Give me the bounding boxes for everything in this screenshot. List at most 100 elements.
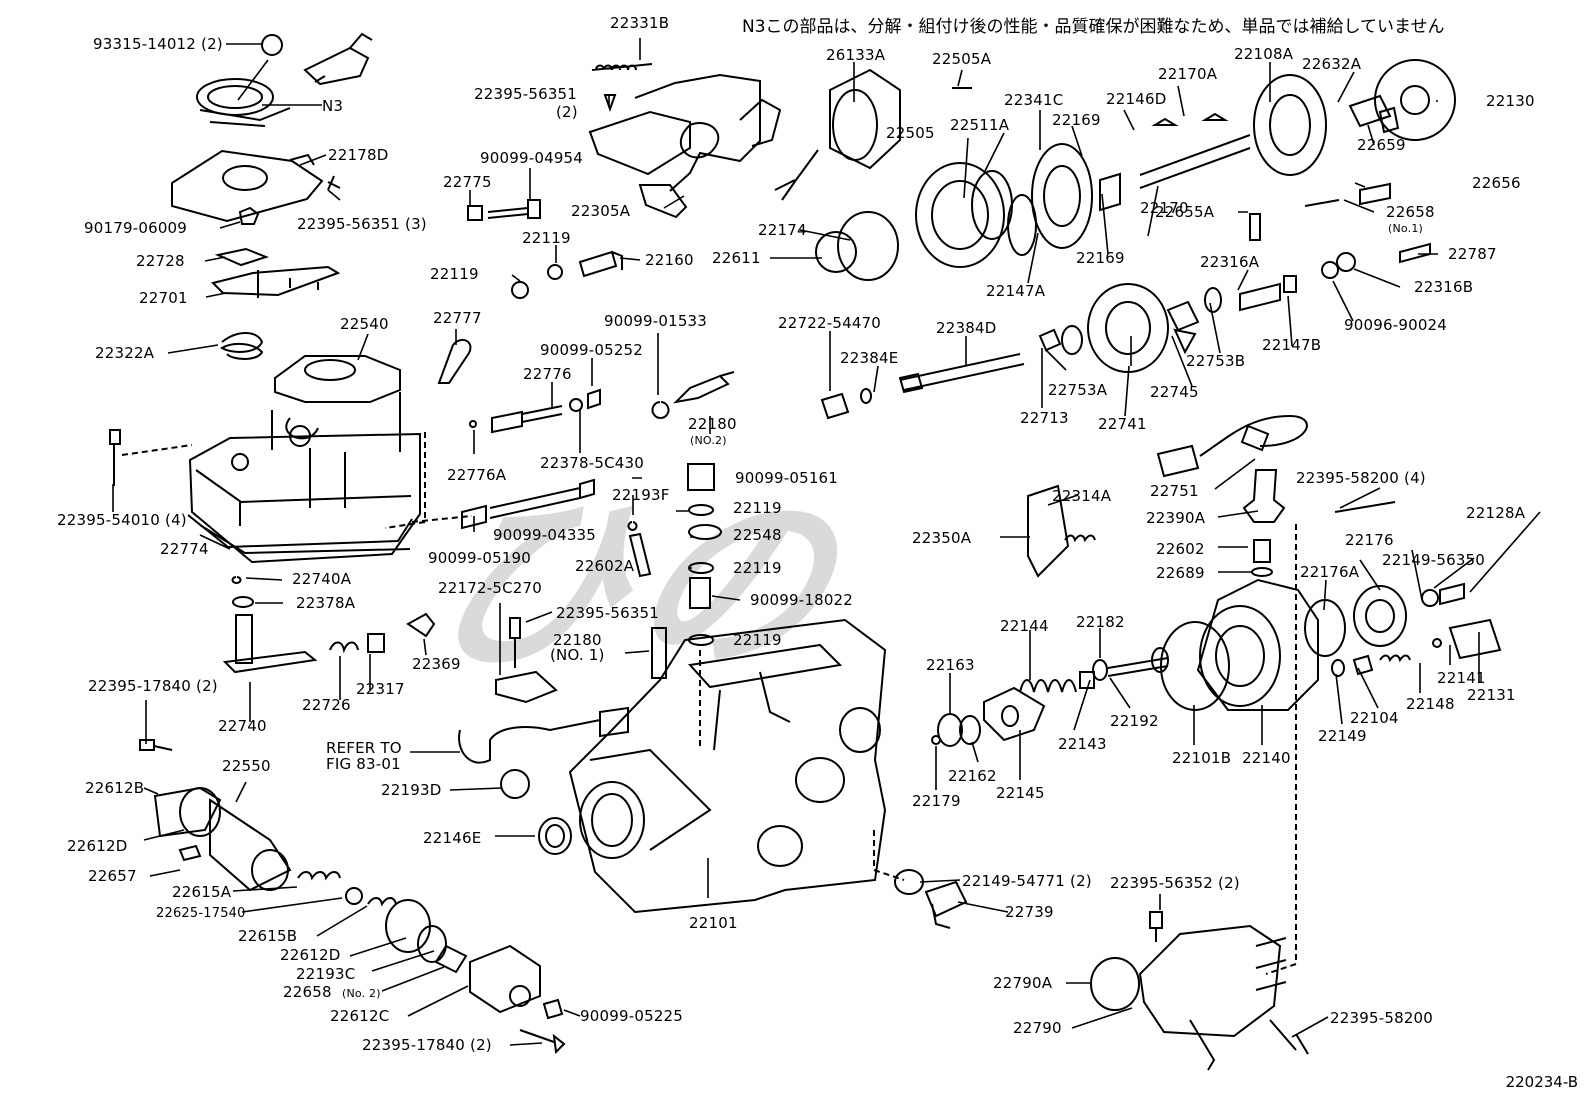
- part-label: 22163: [926, 656, 975, 674]
- part-label: 22178D: [328, 146, 389, 164]
- part-label: 22170: [1140, 199, 1189, 217]
- part-label: 22147B: [1262, 336, 1322, 354]
- part-label: 22659: [1357, 136, 1406, 154]
- part-label: 90099-04954: [480, 149, 584, 167]
- part-label: 22548: [733, 526, 782, 544]
- part-label: 22753B: [1186, 352, 1246, 370]
- part-label: 22395-56351: [474, 85, 578, 103]
- part-label: 22395-58200: [1330, 1009, 1434, 1027]
- part-label: 22179: [912, 792, 961, 810]
- part-label: 26133A: [826, 46, 886, 64]
- part-label: 90099-18022: [750, 591, 854, 609]
- part-label: 22602A: [575, 557, 635, 575]
- part-label: 22774: [160, 540, 209, 558]
- part-label: 22384E: [840, 349, 899, 367]
- part-label: 22726: [302, 696, 351, 714]
- part-label: 90099-05161: [735, 469, 839, 487]
- part-label: 22777: [433, 309, 482, 327]
- part-label: 22658: [283, 983, 332, 1001]
- part-label: 22753A: [1048, 381, 1108, 399]
- part-label: 22119: [522, 229, 571, 247]
- part-label: 22722-54470: [778, 314, 882, 332]
- part-label: 93315-14012 (2): [93, 35, 223, 53]
- part-label: 22341C: [1004, 91, 1064, 109]
- part-label: 22317: [356, 680, 405, 698]
- part-label: (No.1): [1388, 222, 1424, 235]
- part-label: 22104: [1350, 709, 1399, 727]
- part-label: REFER TO: [326, 739, 402, 757]
- part-label: 90096-90024: [1344, 316, 1448, 334]
- part-label: 22193C: [296, 965, 356, 983]
- part-label: 22145: [996, 784, 1045, 802]
- part-label: 22745: [1150, 383, 1199, 401]
- part-label: 22101: [689, 914, 738, 932]
- part-label: 22119: [733, 631, 782, 649]
- part-label: 22689: [1156, 564, 1205, 582]
- part-label: 90099-04335: [493, 526, 597, 544]
- part-label: 22169: [1052, 111, 1101, 129]
- part-label: 22790: [1013, 1019, 1062, 1037]
- part-label: 22395-54010 (4): [57, 511, 187, 529]
- part-label: 22740A: [292, 570, 352, 588]
- part-label: 22701: [139, 289, 188, 307]
- part-label: 22602: [1156, 540, 1205, 558]
- part-label: 22728: [136, 252, 185, 270]
- part-label: 22193F: [612, 486, 670, 504]
- part-label: 22172-5C270: [438, 579, 542, 597]
- part-label: 22130: [1486, 92, 1535, 110]
- part-label: 22119: [733, 499, 782, 517]
- drawing-top-left: [109, 32, 473, 564]
- part-label: 22395-17840 (2): [362, 1036, 492, 1054]
- part-label: 22395-17840 (2): [88, 677, 218, 695]
- part-label: 22193D: [381, 781, 442, 799]
- part-label: 22390A: [1146, 509, 1206, 527]
- part-label: 22550: [222, 757, 271, 775]
- part-label: 22119: [733, 559, 782, 577]
- part-label: 22176A: [1300, 563, 1360, 581]
- part-label: 22505A: [932, 50, 992, 68]
- part-label: N3: [322, 97, 344, 115]
- part-label: 22395-56352 (2): [1110, 874, 1240, 892]
- part-label: 22169: [1076, 249, 1125, 267]
- part-label: 22612B: [85, 779, 145, 797]
- part-label: (No. 2): [342, 987, 381, 1000]
- part-label: 22384D: [936, 319, 997, 337]
- part-label: 22511A: [950, 116, 1010, 134]
- part-label: 22625-17540: [156, 906, 246, 921]
- part-label: (NO.2): [690, 434, 727, 447]
- part-label: 22369: [412, 655, 461, 673]
- part-label: 22615B: [238, 927, 298, 945]
- part-label: 22740: [218, 717, 267, 735]
- note-text: N3この部品は、分解・組付け後の性能・品質確保が困難なため、単品では補給していま…: [742, 17, 1445, 37]
- part-label: 22143: [1058, 735, 1107, 753]
- part-label: 22776A: [447, 466, 507, 484]
- part-label: 22160: [645, 251, 694, 269]
- part-label: 22174: [758, 221, 807, 239]
- part-label: 22395-56351 (3): [297, 215, 427, 233]
- part-label: 22180: [688, 415, 737, 433]
- part-label: 22350A: [912, 529, 972, 547]
- part-label: 22505: [886, 124, 935, 142]
- part-label: (2): [556, 103, 578, 121]
- part-label: 22316B: [1414, 278, 1474, 296]
- part-label: 22140: [1242, 749, 1291, 767]
- part-label: 22775: [443, 173, 492, 191]
- part-label: 22101B: [1172, 749, 1232, 767]
- part-label: 22331B: [610, 14, 670, 32]
- part-label: 22108A: [1234, 45, 1294, 63]
- figure-id: 220234-B: [1505, 1073, 1578, 1091]
- part-label: 22612D: [67, 837, 128, 855]
- part-label: 22149-56350: [1382, 551, 1486, 569]
- part-label: 22713: [1020, 409, 1069, 427]
- part-label: 22141: [1437, 669, 1486, 687]
- part-label: 22612C: [330, 1007, 390, 1025]
- part-label: 22657: [88, 867, 137, 885]
- part-label: 22655A: [1155, 203, 1215, 221]
- part-label: 22182: [1076, 613, 1125, 631]
- part-label: 22322A: [95, 344, 155, 362]
- part-label: 22119: [430, 265, 479, 283]
- part-label: 22192: [1110, 712, 1159, 730]
- part-label: 22305A: [571, 202, 631, 220]
